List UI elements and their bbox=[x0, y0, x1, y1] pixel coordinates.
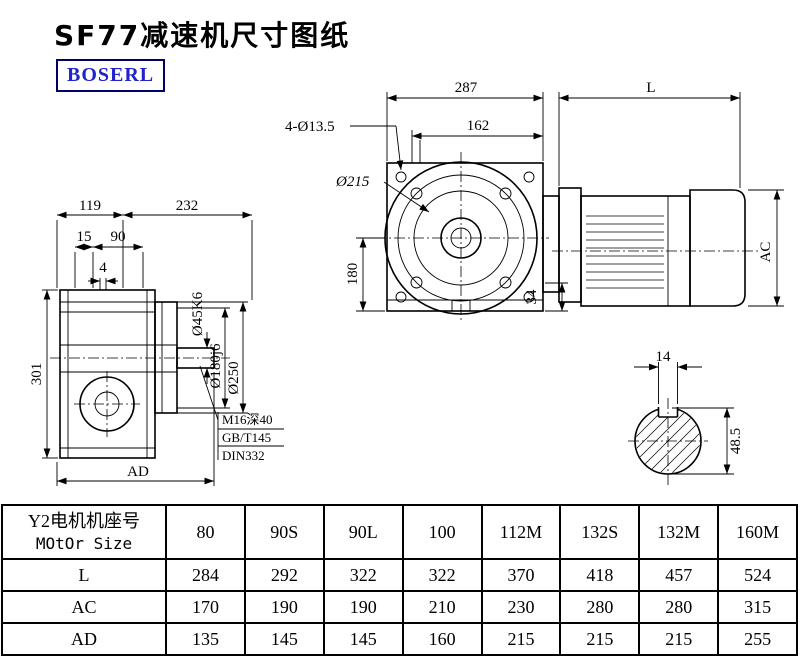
value-cell: 292 bbox=[243, 558, 325, 592]
dim-ac-label: AC bbox=[758, 242, 774, 263]
dim-15-label: 15 bbox=[77, 229, 92, 245]
dim-162-label: 162 bbox=[467, 118, 490, 134]
value-cell: 315 bbox=[717, 590, 798, 624]
dim-ad-label: AD bbox=[127, 464, 149, 480]
output-shaft bbox=[176, 347, 215, 369]
value-cell: 210 bbox=[401, 590, 483, 624]
brand-logo-box: BOSERL bbox=[56, 59, 166, 92]
value-cell: 457 bbox=[638, 558, 720, 592]
header-cn-label: Y2电机机座号 bbox=[28, 511, 140, 531]
dim-287-label: 287 bbox=[455, 80, 478, 96]
gearbox-side-view: 301 119 232 15 90 4 Ø45K6 Ø180j6 Ø bbox=[29, 198, 284, 486]
table-row-AC: AC 170 190 190 210 230 280 280 315 bbox=[1, 590, 798, 624]
row-label-cell: AC bbox=[1, 590, 167, 624]
fan-cowl bbox=[689, 189, 746, 307]
holes-note-label: 4-Ø13.5 bbox=[285, 119, 335, 135]
page-title: SF77减速机尺寸图纸 bbox=[54, 19, 351, 52]
value-cell: 524 bbox=[717, 558, 798, 592]
spigot-dia-label: Ø180j6 bbox=[208, 343, 224, 389]
value-cell: 215 bbox=[480, 622, 562, 656]
value-cell: 255 bbox=[717, 622, 798, 656]
header-en-label: MOtOr Size bbox=[35, 534, 133, 553]
flange-dia-label: Ø250 bbox=[226, 361, 242, 394]
table-header-row: Y2电机机座号 MOtOr Size 80 90S 90L 100 112M 1… bbox=[1, 504, 798, 560]
value-cell: 322 bbox=[322, 558, 404, 592]
value-cell: 215 bbox=[638, 622, 720, 656]
value-cell: 160 bbox=[401, 622, 483, 656]
housing-outline bbox=[386, 162, 544, 312]
row-label-cell: L bbox=[1, 558, 167, 592]
motor-size-table: Y2电机机座号 MOtOr Size 80 90S 90L 100 112M 1… bbox=[1, 504, 798, 656]
value-cell: 280 bbox=[559, 590, 641, 624]
dim-119-label: 119 bbox=[79, 198, 101, 214]
value-cell: 190 bbox=[243, 590, 325, 624]
dim-301-label: 301 bbox=[29, 363, 45, 386]
dim-48-5-label: 48.5 bbox=[728, 428, 744, 454]
row-label-cell: AD bbox=[1, 622, 167, 656]
dim-232-label: 232 bbox=[176, 198, 199, 214]
output-flange bbox=[154, 301, 178, 414]
size-header-cell: 100 bbox=[401, 504, 483, 560]
note-m16-label: M16深40 bbox=[222, 412, 273, 427]
value-cell: 170 bbox=[165, 590, 246, 624]
size-header-cell: 160M bbox=[717, 504, 798, 560]
value-cell: 280 bbox=[638, 590, 720, 624]
value-cell: 322 bbox=[401, 558, 483, 592]
key-width-label: 14 bbox=[656, 349, 672, 365]
flange-circle-label: Ø215 bbox=[335, 174, 370, 190]
value-cell: 145 bbox=[243, 622, 325, 656]
motor-view: L AC bbox=[542, 80, 784, 307]
header-cell-motor-size: Y2电机机座号 MOtOr Size bbox=[1, 504, 167, 560]
note-gbt145-label: GB/T145 bbox=[222, 430, 271, 445]
dim-34-label: 34 bbox=[524, 289, 540, 305]
value-cell: 370 bbox=[480, 558, 562, 592]
dim-4-label: 4 bbox=[99, 260, 107, 276]
gearbox-front-view: 287 162 4-Ø13.5 Ø215 180 34 bbox=[285, 80, 568, 322]
value-cell: 418 bbox=[559, 558, 641, 592]
table-row-L: L 284 292 322 322 370 418 457 524 bbox=[1, 558, 798, 592]
dim-180-label: 180 bbox=[345, 263, 361, 286]
size-header-cell: 80 bbox=[165, 504, 246, 560]
shaft-dia-label: Ø45K6 bbox=[190, 291, 206, 336]
size-header-cell: 132M bbox=[638, 504, 720, 560]
brand-logo-text: BOSERL bbox=[67, 64, 155, 86]
gearbox-body-outline bbox=[59, 289, 156, 459]
size-header-cell: 90L bbox=[322, 504, 404, 560]
dim-90-label: 90 bbox=[111, 229, 126, 245]
value-cell: 230 bbox=[480, 590, 562, 624]
dim-l-label: L bbox=[646, 80, 655, 96]
value-cell: 145 bbox=[322, 622, 404, 656]
value-cell: 135 bbox=[165, 622, 246, 656]
technical-drawing: 301 119 232 15 90 4 Ø45K6 Ø180j6 Ø bbox=[29, 80, 784, 486]
value-cell: 215 bbox=[559, 622, 641, 656]
motor-fins bbox=[586, 215, 664, 289]
value-cell: 190 bbox=[322, 590, 404, 624]
note-din332-label: DIN332 bbox=[222, 448, 265, 463]
shaft-cross-section: 14 48.5 bbox=[628, 349, 744, 486]
value-cell: 284 bbox=[165, 558, 246, 592]
size-header-cell: 132S bbox=[559, 504, 641, 560]
size-header-cell: 112M bbox=[480, 504, 562, 560]
size-header-cell: 90S bbox=[243, 504, 325, 560]
table-row-AD: AD 135 145 145 160 215 215 215 255 bbox=[1, 622, 798, 656]
